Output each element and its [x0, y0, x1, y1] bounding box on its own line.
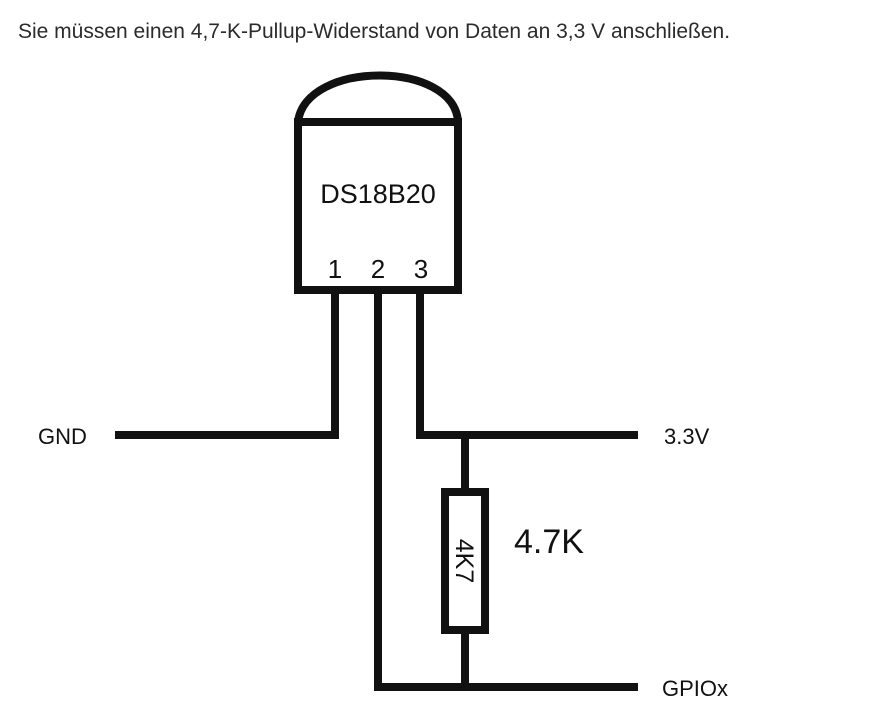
sensor-dome	[294, 71, 462, 123]
vcc-label: 3.3V	[664, 424, 710, 449]
resistor-code: 4K7	[450, 539, 478, 583]
caption-text: Sie müssen einen 4,7-K-Pullup-Widerstand…	[18, 20, 731, 43]
gpio-label: GPIOx	[662, 676, 728, 701]
chip-label: DS18B20	[320, 179, 436, 209]
gnd-label: GND	[38, 424, 87, 449]
sensor-body	[294, 118, 462, 294]
pin-2-label: 2	[371, 254, 385, 284]
wire-data	[374, 290, 638, 691]
resistor-value: 4.7K	[514, 523, 584, 561]
pin-1-label: 1	[328, 254, 342, 284]
wire-vcc	[416, 290, 638, 439]
pin-3-label: 3	[414, 254, 428, 284]
resistor-body	[441, 488, 489, 634]
wire-gnd	[115, 290, 339, 439]
